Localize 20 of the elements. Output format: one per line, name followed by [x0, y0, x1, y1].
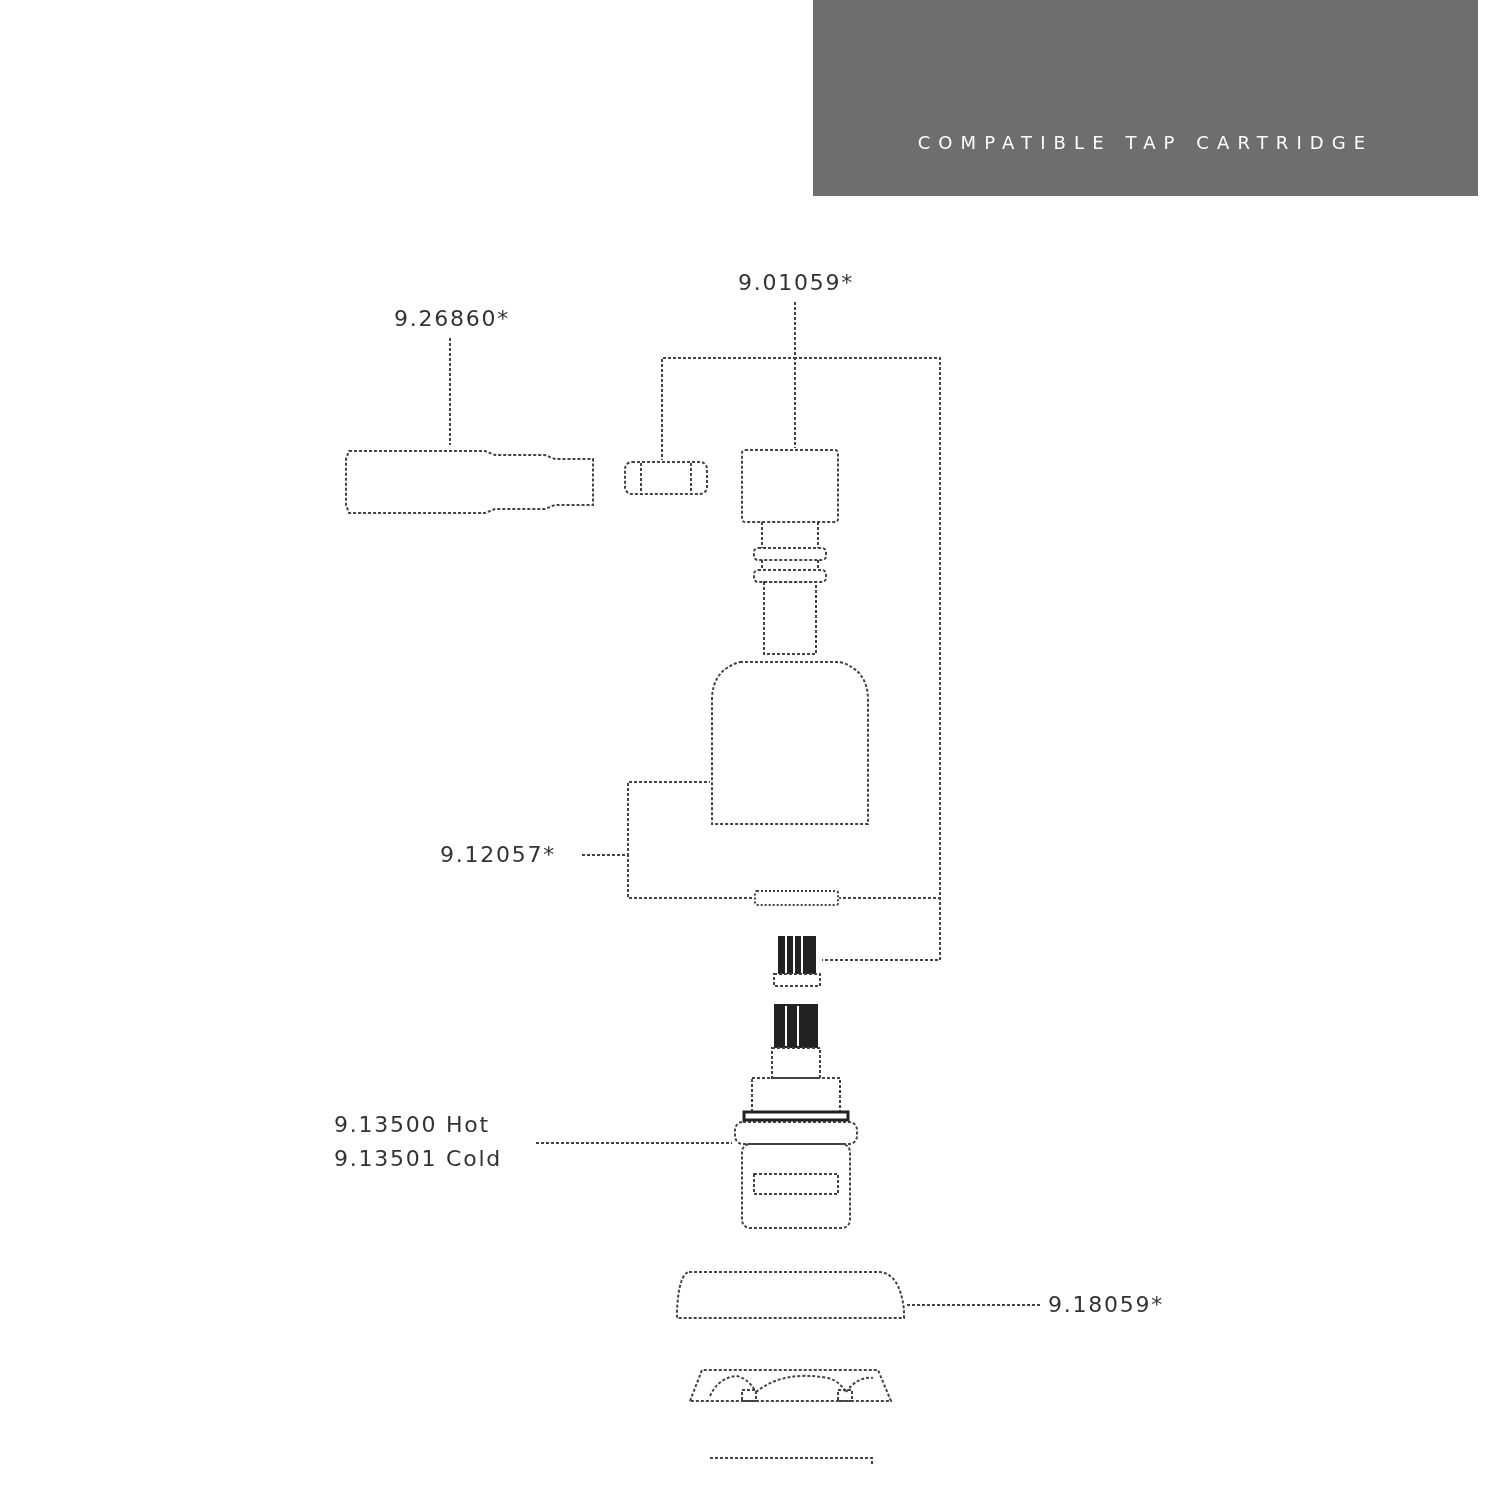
- part-number: 9.01059*: [738, 269, 856, 297]
- part-number: 9.13501 Cold: [334, 1145, 503, 1173]
- shroud-cap-drawing: [740, 448, 840, 656]
- leader-line: [905, 1304, 1041, 1306]
- leader-line: [449, 337, 451, 446]
- leader-line: [581, 854, 755, 899]
- washer: [754, 890, 839, 906]
- escutcheon-flange-drawing: [675, 1270, 906, 1320]
- leader-line: [535, 1142, 733, 1144]
- tap-cartridge-drawing: [732, 1002, 860, 1230]
- banner-text: COMPATIBLE TAP CARTRIDGE: [917, 131, 1374, 155]
- part-number: 9.12057*: [440, 841, 558, 869]
- cap-insert-drawing: [623, 460, 709, 496]
- base-line-drawing: [708, 1454, 876, 1466]
- part-number: 9.18059*: [1048, 1291, 1166, 1319]
- part-number: 9.26860*: [394, 305, 512, 333]
- shroud-body-drawing: [710, 660, 870, 826]
- part-number: 9.13500 Hot: [334, 1111, 491, 1139]
- spline-adapter-drawing: [772, 934, 822, 988]
- base-plate-drawing: [688, 1366, 893, 1403]
